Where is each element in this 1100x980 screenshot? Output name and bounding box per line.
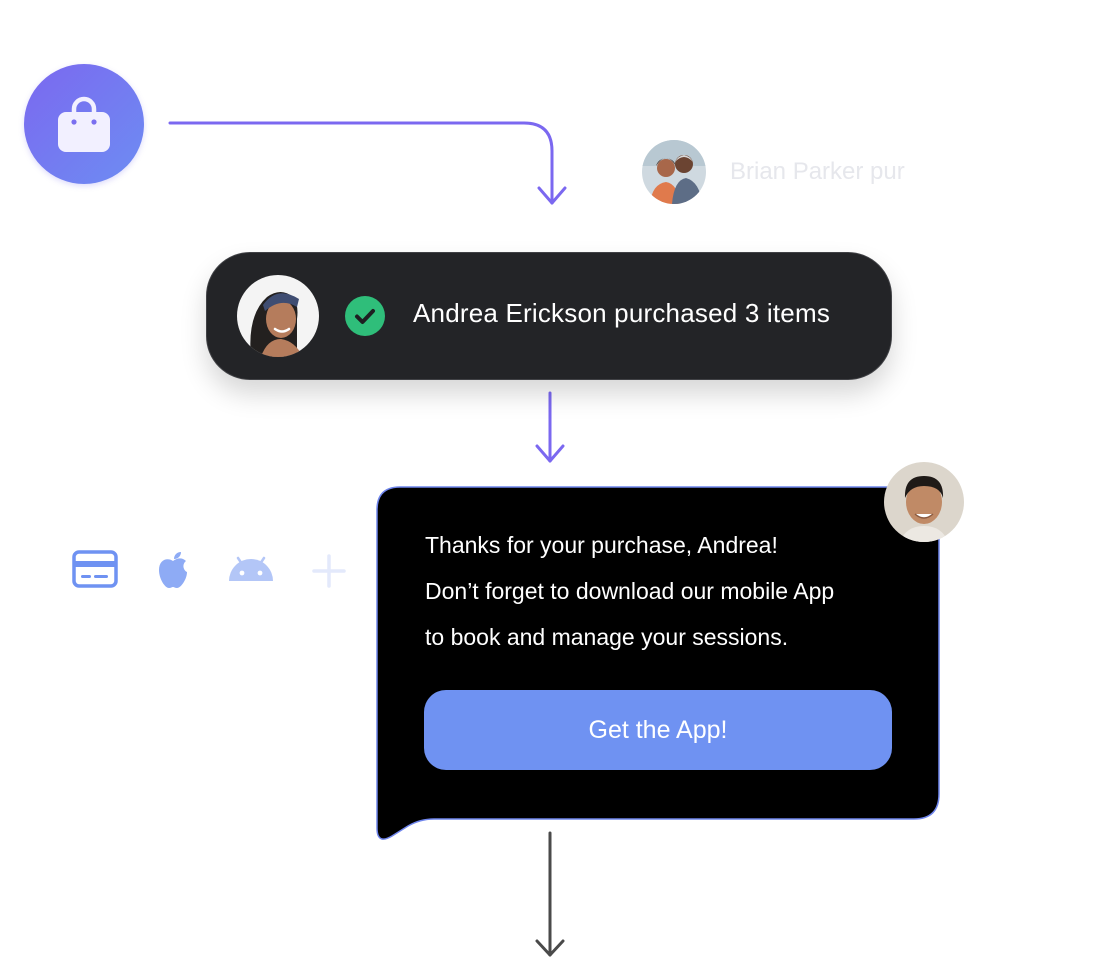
apple-icon	[159, 552, 187, 588]
shopping-bag-icon	[58, 96, 110, 152]
message-line: to book and manage your sessions.	[425, 624, 789, 650]
message-line: Don’t forget to download our mobile App	[425, 578, 835, 604]
message-body: Thanks for your purchase, Andrea! Don’t …	[425, 522, 905, 660]
faded-notification-text: Brian Parker pur	[730, 158, 905, 185]
purchase-trigger	[24, 64, 144, 184]
notification-text: Andrea Erickson purchased 3 items	[413, 298, 831, 328]
credit-card-icon	[72, 550, 118, 588]
plus-icon	[312, 554, 346, 588]
message-line: Thanks for your purchase, Andrea!	[425, 532, 778, 558]
check-circle-icon	[345, 296, 385, 336]
man-avatar	[884, 462, 964, 542]
get-app-button[interactable]: Get the App!	[424, 690, 892, 770]
android-icon	[229, 556, 273, 581]
woman-avatar	[237, 275, 319, 357]
flow-arrow-top	[168, 121, 567, 205]
purchase-notification: Andrea Erickson purchased 3 items	[206, 252, 892, 380]
flow-arrow-middle	[535, 391, 565, 463]
flow-arrow-bottom	[535, 831, 565, 957]
